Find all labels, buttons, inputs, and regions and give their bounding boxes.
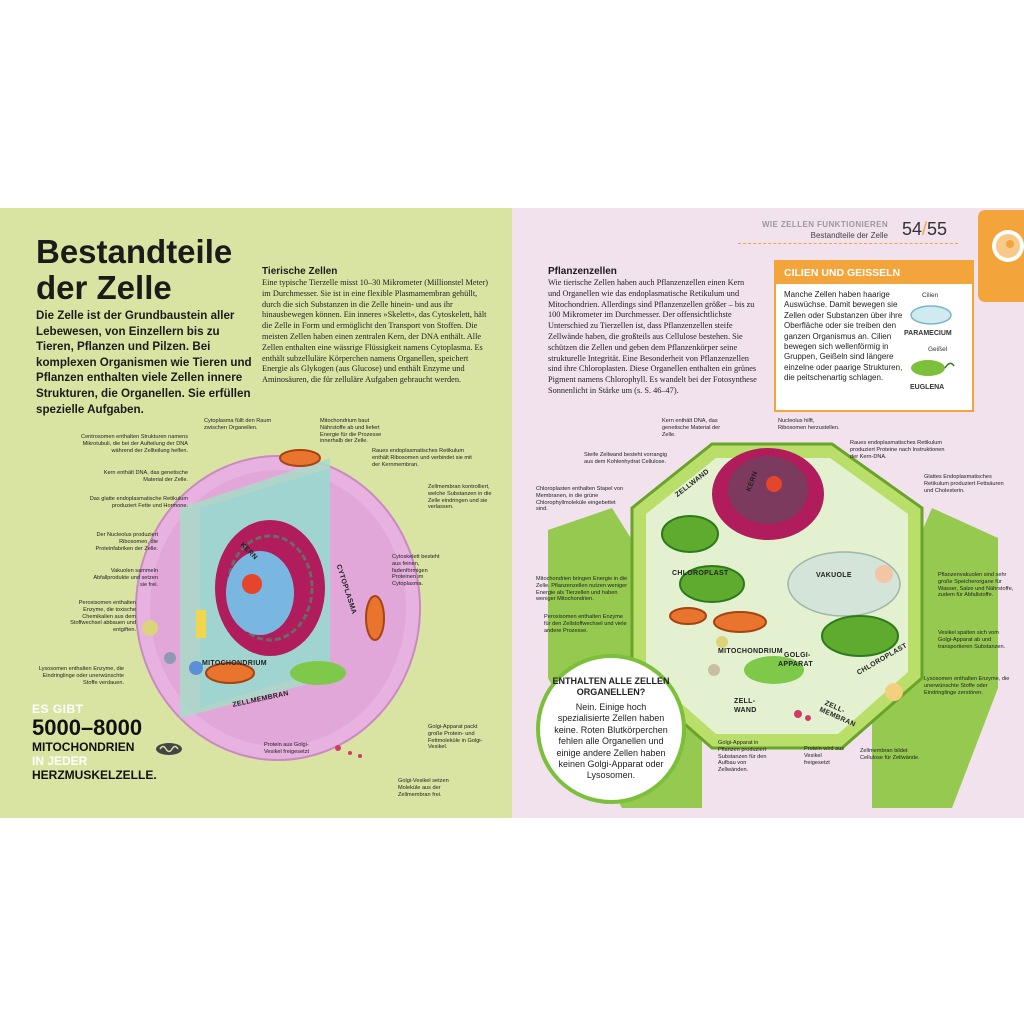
cilien-box: CILIEN UND GEISSELN Manche Zellen haben …: [774, 260, 974, 412]
title-line-1: Bestandteile: [36, 233, 233, 270]
ann-raues-er: Raues endoplasmatisches Retikulum produz…: [850, 440, 945, 460]
ann-peroxisomen: Peroxisomen enthalten Enzyme für den Zel…: [544, 614, 627, 634]
right-page: WIE ZELLEN FUNKTIONIEREN Bestandteile de…: [512, 208, 1024, 818]
question-heading: ENTHALTEN ALLE ZELLEN ORGANELLEN?: [552, 676, 670, 697]
label-zellwand-2: WAND: [734, 707, 757, 714]
chapter-tab-cell-icon: [978, 210, 1024, 302]
header-subsection: Bestandteile der Zelle: [810, 231, 888, 240]
tier-heading: Tierische Zellen: [262, 266, 338, 277]
mitochondrion-icon: [156, 743, 182, 755]
paramecium-icon: [910, 305, 952, 325]
label-geissel: Geißel: [928, 346, 948, 353]
label-zellwand-1: ZELL-: [734, 698, 756, 705]
ann-golgi-vesikel: Golgi-Vesikel setzen Moleküle aus der Ze…: [398, 778, 449, 798]
tier-column: Tierische Zellen Eine typische Tierzelle…: [262, 266, 490, 386]
ann-peroxisomen: Peroxisomen enthalten Enzyme, die toxisc…: [70, 600, 136, 634]
ann-zellmembran: Zellmembran bildet Cellulose für Zellwän…: [860, 748, 920, 761]
ann-mitochondrium: Mitochondrium baut Nährstoffe ab und lie…: [320, 418, 382, 445]
label-vakuole: VAKUOLE: [816, 572, 852, 579]
ann-vakuolen: Vakuolen sammeln Abfallprodukte und setz…: [93, 568, 158, 588]
header-rule: [738, 243, 958, 244]
ann-glattes-er: Glattes Endoplasmatisches Retikulum prod…: [924, 474, 1004, 494]
question-body: Nein. Einige hoch spezialisierte Zellen …: [554, 702, 668, 781]
question-circle: ENTHALTEN ALLE ZELLEN ORGANELLEN? Nein. …: [536, 654, 686, 804]
fact-line-4: IN JEDER: [32, 754, 88, 768]
ann-glattes-er: Das glatte endoplasmatische Retikulum pr…: [89, 496, 188, 509]
ann-cytoskelett: Cytoskelett besteht aus feinen, fadenför…: [392, 554, 440, 588]
fact-line-5: HERZMUSKELZELLE.: [32, 768, 157, 782]
ann-mitochondrien: Mitochondrien bringen Energie in die Zel…: [536, 576, 628, 603]
ann-protein: Protein aus Golgi-Vesikel freigesetzt: [264, 742, 310, 755]
ann-vesikel: Vesikel spalten sich vom Golgi-Apparat a…: [938, 630, 1006, 650]
fact-box: ES GIBT 5000–8000 MITOCHONDRIEN IN JEDER…: [32, 702, 192, 782]
label-mitochondrium: MITOCHONDRIUM: [202, 660, 267, 667]
pflanzen-body: Wie tierische Zellen haben auch Pflanzen…: [548, 278, 757, 395]
cilien-box-body: Manche Zellen haben haarige Auswüchse. D…: [784, 290, 903, 383]
ann-vakuolen: Pflanzenvakuolen sind sehr große Speiche…: [938, 572, 1014, 599]
title-line-2: der Zelle: [36, 269, 172, 306]
label-golgi-2: APPARAT: [778, 661, 813, 668]
ann-golgi-apparat: Golgi-Apparat packt große Protein- und F…: [428, 724, 483, 751]
ann-raues-er: Raues endoplasmatisches Retikulum enthäl…: [372, 448, 472, 468]
euglena-icon: [911, 360, 955, 376]
ann-chloroplasten: Chloroplasten enthalten Stapel von Membr…: [536, 486, 624, 513]
ann-kern: Kern enthält DNA, das genetische Materia…: [662, 418, 721, 438]
page-numbers: 54/55: [902, 219, 947, 240]
label-golgi-1: GOLGI-: [784, 652, 811, 659]
ann-golgi: Golgi-Apparat in Pflanzen produziert Sub…: [718, 740, 767, 774]
ann-lysosomen: Lysosomen enthalten Enzyme, die Eindring…: [38, 666, 124, 686]
page-title: Bestandteile der Zelle: [36, 234, 266, 306]
label-mitochondrium: MITOCHONDRIUM: [718, 648, 783, 655]
left-page: Bestandteile der Zelle Die Zelle ist der…: [0, 208, 512, 818]
label-cilien: Cilien: [922, 292, 939, 299]
ann-centrosomen: Centrosomen enthalten Strukturen namens …: [81, 434, 188, 454]
ann-zellwand: Steife Zellwand besteht vorrangig aus de…: [584, 452, 668, 465]
intro-text: Die Zelle ist der Grundbaustein aller Le…: [36, 309, 252, 416]
page-number-right: 55: [927, 219, 948, 239]
label-euglena: EUGLENA: [910, 384, 945, 391]
label-paramecium: PARAMECIUM: [904, 330, 952, 337]
ann-kern: Kern enthält DNA, das genetische Materia…: [103, 470, 188, 483]
ann-lysosomen: Lysosomen enthalten Enzyme, die unerwüns…: [924, 676, 1010, 696]
ann-protein: Protein wird aus Vesikel freigesetzt: [804, 746, 845, 766]
animal-cell-illustration: [135, 449, 421, 761]
label-chloroplast: CHLOROPLAST: [672, 570, 729, 577]
fact-line-1: ES GIBT: [32, 702, 84, 716]
page-number-left: 54: [902, 219, 923, 239]
ann-nucleolus: Nucleolus hilft, Ribosomen herzustellen.: [778, 418, 840, 431]
page-separator: /: [922, 219, 928, 239]
cilien-box-title: CILIEN UND GEISSELN: [776, 262, 972, 284]
tier-body: Eine typische Tierzelle misst 10–30 Mikr…: [262, 278, 489, 385]
fact-line-3: MITOCHONDRIEN: [32, 740, 135, 754]
pflanzen-column: Pflanzenzellen Wie tierische Zellen habe…: [548, 266, 758, 397]
ann-zellmembran: Zellmembran kontrolliert, welche Substan…: [428, 484, 492, 511]
ann-cytoplasma: Cytoplasma füllt den Raum zwischen Organ…: [204, 418, 272, 431]
ann-nucleolus: Der Nucleolus produziert Ribosomen, die …: [95, 532, 159, 552]
header-section: WIE ZELLEN FUNKTIONIEREN: [761, 220, 888, 229]
pflanzen-heading: Pflanzenzellen: [548, 266, 617, 277]
fact-number: 5000–8000: [32, 715, 143, 740]
book-spread: Bestandteile der Zelle Die Zelle ist der…: [0, 208, 1024, 818]
